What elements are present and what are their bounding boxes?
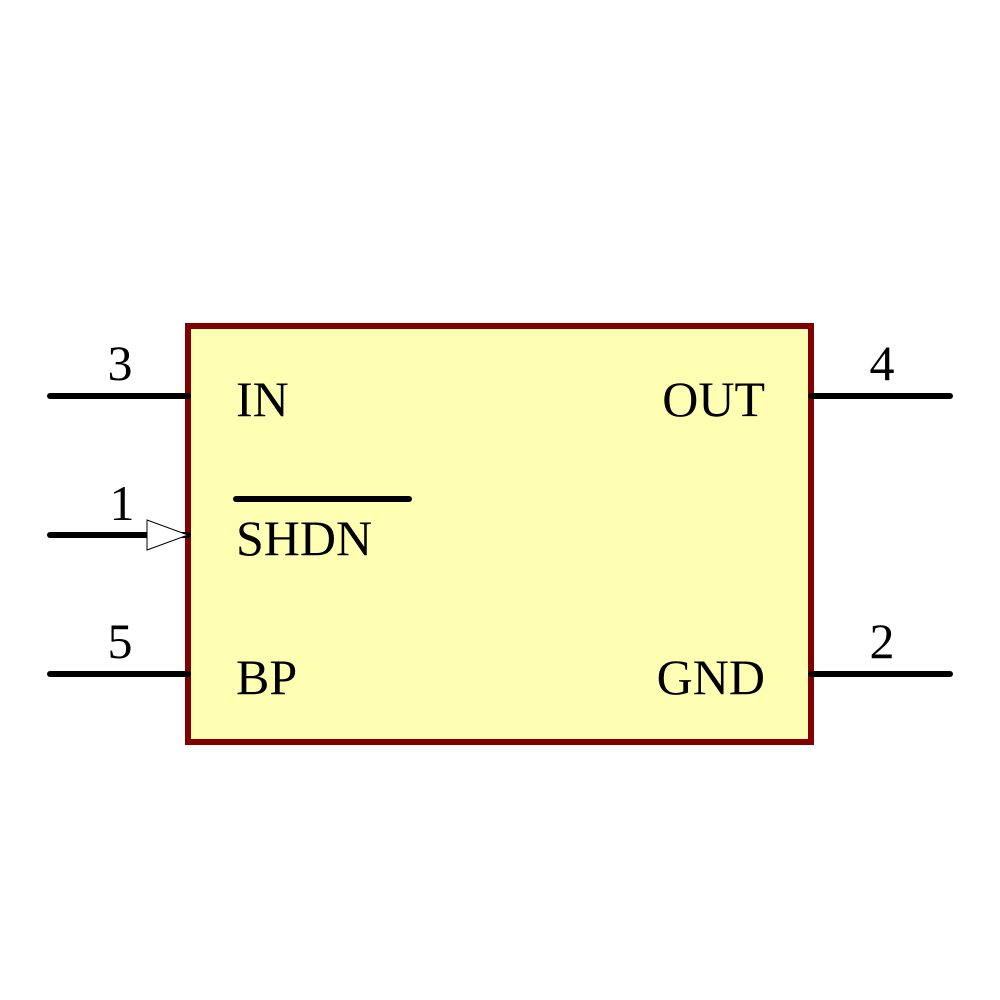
pin-4-out[interactable]: 4 OUT xyxy=(662,335,953,427)
pin-name: IN xyxy=(236,371,289,427)
clock-triangle-icon xyxy=(146,519,190,551)
pin-name: SHDN xyxy=(236,510,372,566)
pin-name: OUT xyxy=(662,371,765,427)
pin-1-shdn[interactable]: 1 SHDN xyxy=(47,475,412,566)
pin-name: GND xyxy=(657,649,765,705)
pin-3-in[interactable]: 3 IN xyxy=(47,335,289,427)
pin-number: 2 xyxy=(870,613,895,669)
pin-2-gnd[interactable]: 2 GND xyxy=(657,613,953,705)
component-body[interactable] xyxy=(185,323,814,745)
pin-5-bp[interactable]: 5 BP xyxy=(47,613,297,705)
pin-number: 4 xyxy=(870,335,895,391)
pin-number: 5 xyxy=(108,613,133,669)
pin-number: 1 xyxy=(110,475,135,531)
pin-number: 3 xyxy=(108,335,133,391)
pin-name: BP xyxy=(236,649,297,705)
